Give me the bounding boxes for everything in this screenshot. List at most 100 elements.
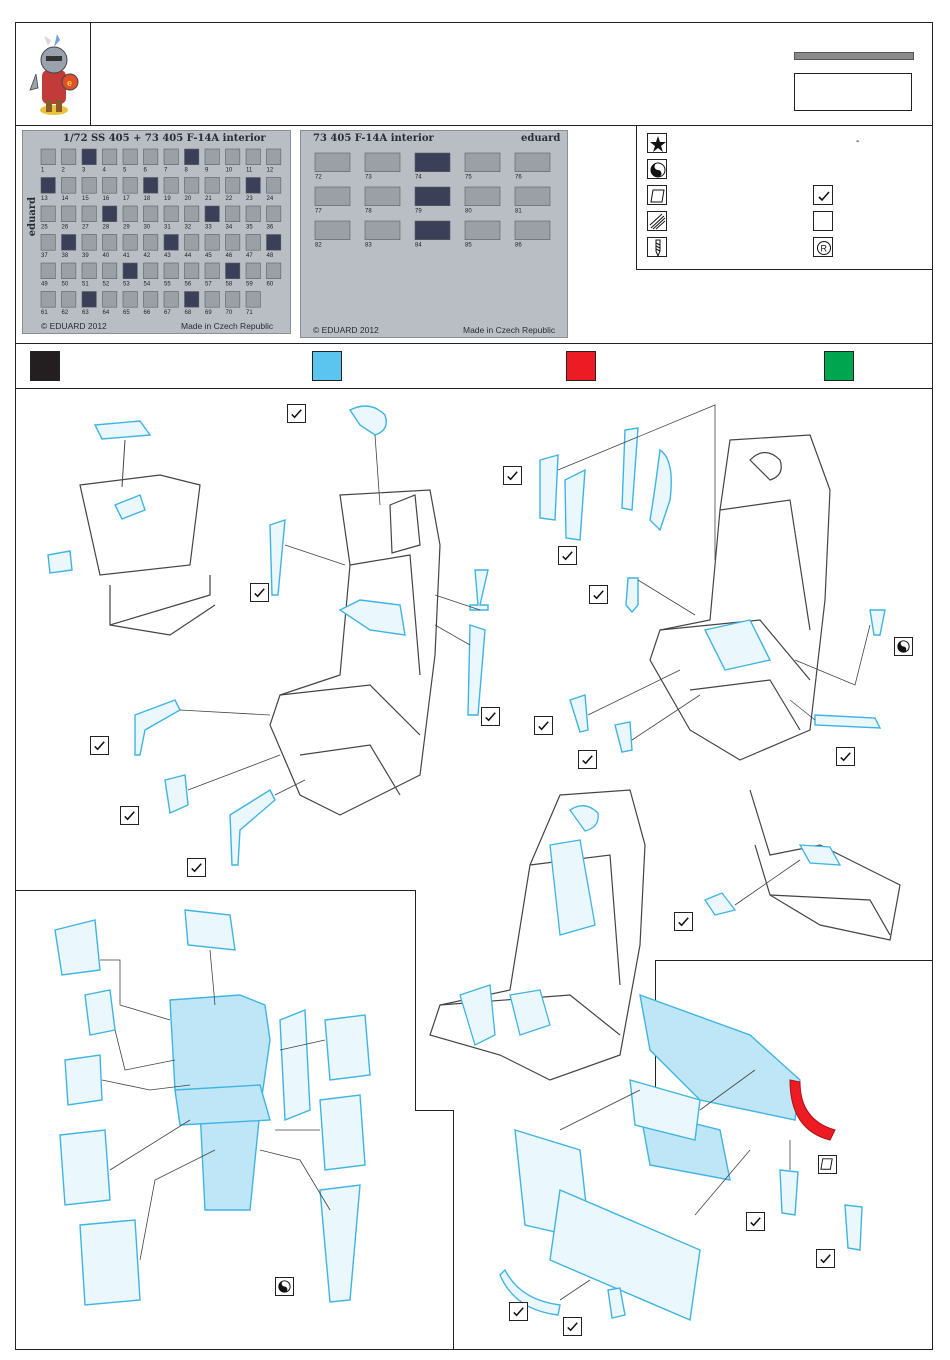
fret-part-number: 57 xyxy=(205,282,212,288)
legend-yin-yang-box xyxy=(647,159,667,179)
fret-part-number: 56 xyxy=(185,282,192,288)
fret-part xyxy=(314,220,351,241)
drill-icon xyxy=(655,239,661,258)
fret-part xyxy=(40,234,56,251)
console-assembly-drawing xyxy=(499,993,863,1322)
fret-part-number: 83 xyxy=(365,243,372,249)
fret-part xyxy=(184,177,200,194)
fret-part-number: 71 xyxy=(246,310,253,316)
fret-part-number: 1 xyxy=(41,168,45,174)
fret-part-number: 63 xyxy=(82,310,89,316)
fret-part xyxy=(163,234,179,251)
swatch-green xyxy=(824,351,854,381)
check-badge xyxy=(563,1317,582,1336)
section-divider-bulkhead-right xyxy=(453,1110,454,1350)
check-icon xyxy=(750,1217,761,1227)
fret-part xyxy=(364,186,401,207)
hatched-sheet-icon xyxy=(649,213,666,230)
section-divider-seat xyxy=(15,890,415,891)
fret-part-number: 61 xyxy=(41,310,48,316)
fret-part xyxy=(414,220,451,241)
fret-part-number: 81 xyxy=(515,209,522,215)
fret-part-number: 30 xyxy=(144,225,151,231)
fret-part-number: 5 xyxy=(123,168,127,174)
fret-part xyxy=(40,205,56,222)
check-badge xyxy=(816,1249,835,1268)
fret-part xyxy=(266,205,282,222)
fret-part xyxy=(464,186,501,207)
fret-part-number: 21 xyxy=(205,196,212,202)
check-icon xyxy=(485,712,496,722)
fret-part xyxy=(61,262,77,279)
fret-part xyxy=(514,220,551,241)
fret-part-number: 17 xyxy=(123,196,130,202)
fret-part xyxy=(266,234,282,251)
console-detail-drawing xyxy=(704,789,901,941)
check-icon xyxy=(507,471,518,481)
fret-part-number: 85 xyxy=(465,243,472,249)
check-icon xyxy=(254,588,265,598)
fret-part xyxy=(245,148,261,165)
fret-part xyxy=(184,291,200,308)
fret-part-number: 43 xyxy=(164,253,171,259)
fret-part xyxy=(102,177,118,194)
check-icon xyxy=(124,811,135,821)
fret-part-number: 16 xyxy=(103,196,110,202)
svg-text:R: R xyxy=(821,244,828,254)
check-icon xyxy=(291,409,302,419)
fret-part xyxy=(81,262,97,279)
fret-part xyxy=(102,148,118,165)
fret-part xyxy=(414,186,451,207)
check-icon xyxy=(818,191,830,202)
fret-part-number: 47 xyxy=(246,253,253,259)
fret-part-number: 38 xyxy=(62,253,69,259)
fret-part xyxy=(143,148,159,165)
fret-part xyxy=(163,262,179,279)
check-badge xyxy=(187,858,206,877)
fret-part xyxy=(122,148,138,165)
check-badge xyxy=(578,750,597,769)
fret-part xyxy=(40,177,56,194)
legend-divider xyxy=(636,125,637,269)
fret-part-number: 49 xyxy=(41,282,48,288)
check-icon xyxy=(191,863,202,873)
legend-check-box xyxy=(813,185,833,205)
fret-right-copyright: © EDUARD 2012 xyxy=(313,325,379,335)
check-icon xyxy=(567,1322,578,1332)
fret-part xyxy=(143,205,159,222)
fret-left-copyright: © EDUARD 2012 xyxy=(41,321,107,331)
fret-part xyxy=(245,205,261,222)
fret-part xyxy=(61,177,77,194)
fret-part xyxy=(163,205,179,222)
fret-part xyxy=(266,148,282,165)
fret-part-number: 55 xyxy=(164,282,171,288)
seat-assembly-left-drawing xyxy=(47,405,489,866)
yin-yang-icon xyxy=(278,1280,291,1293)
svg-text:e: e xyxy=(67,78,72,88)
fret-part xyxy=(143,177,159,194)
fret-part xyxy=(184,205,200,222)
fret-part-number: 64 xyxy=(103,310,110,316)
fret-part-number: 53 xyxy=(123,282,130,288)
fret-part-number: 52 xyxy=(103,282,110,288)
fret-part xyxy=(225,234,241,251)
fret-part xyxy=(204,177,220,194)
fret-part-number: 54 xyxy=(144,282,151,288)
fret-part-number: 15 xyxy=(82,196,89,202)
legend-star-box xyxy=(647,133,667,153)
fret-part-number: 6 xyxy=(144,168,148,174)
section-divider-bulkhead-left xyxy=(415,890,416,1110)
fret-part-number: 65 xyxy=(123,310,130,316)
fret-part xyxy=(163,291,179,308)
fret-right-made-in: Made in Czech Republic xyxy=(463,325,556,335)
fret-part xyxy=(163,148,179,165)
fret-part-number: 62 xyxy=(62,310,69,316)
fret-part-number: 22 xyxy=(226,196,233,202)
check-icon xyxy=(820,1254,831,1264)
fret-part xyxy=(414,152,451,173)
fret-part xyxy=(225,177,241,194)
seat-parts-main xyxy=(134,405,489,866)
fret-part-number: 45 xyxy=(205,253,212,259)
fret-part-number: 66 xyxy=(144,310,151,316)
